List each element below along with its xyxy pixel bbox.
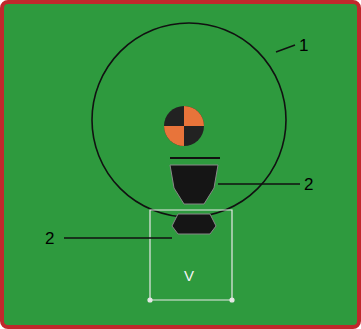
leader-lines: [64, 45, 300, 238]
upper-support: [170, 158, 220, 204]
body-outline: [92, 23, 286, 217]
dimension-label: V: [184, 268, 194, 283]
callout-number: 2: [304, 176, 313, 193]
callout-number: 2: [45, 230, 54, 247]
housing-outline: [148, 210, 234, 302]
lower-support: [172, 214, 216, 234]
center-of-gravity-symbol: [164, 106, 204, 146]
callout-number: 1: [299, 37, 308, 54]
frame: [2, 2, 359, 327]
